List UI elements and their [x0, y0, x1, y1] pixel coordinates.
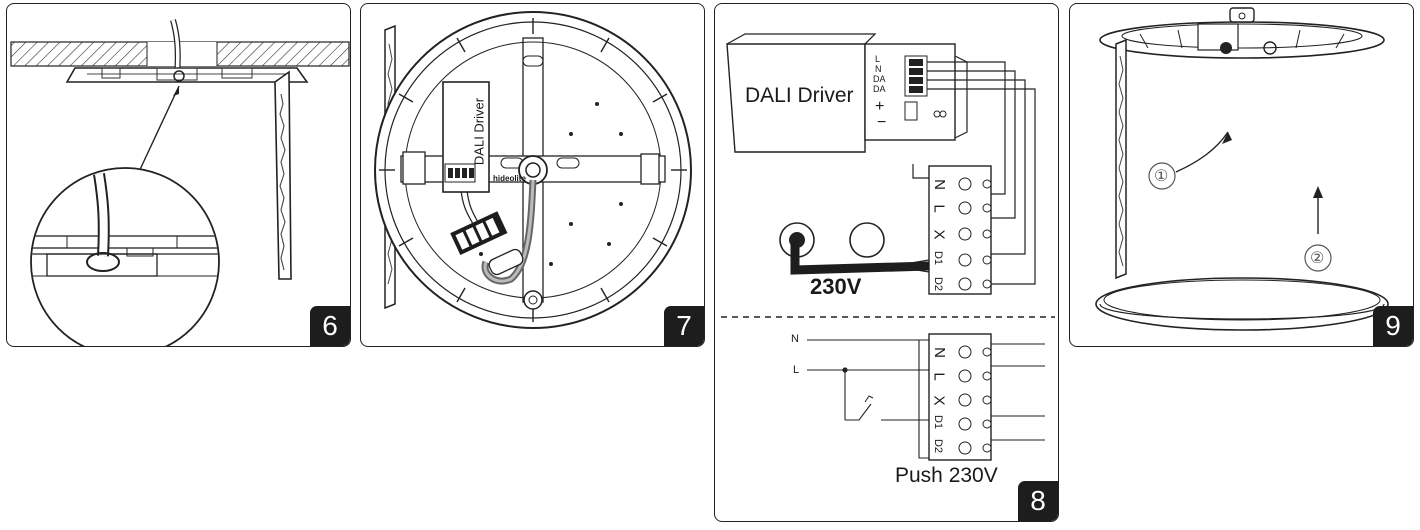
rotate-arrow	[1175, 131, 1229, 173]
brand-label: hideolite	[493, 174, 526, 183]
step-7-panel: DALI Driver hideolite 7	[360, 3, 705, 347]
ceiling-mount-illustration	[10, 19, 350, 346]
terminal-x-top: X	[930, 229, 948, 240]
driver-label: DALI Driver	[745, 84, 854, 107]
step-number-badge: 6	[310, 306, 350, 346]
callout-2: ②	[1310, 250, 1325, 267]
base-plate	[1099, 21, 1385, 59]
callout-1: ①	[1154, 168, 1169, 185]
wiring-diagram	[721, 33, 1055, 461]
driver-pin-da-2: DA	[873, 84, 886, 94]
terminal-l-top: L	[930, 204, 948, 213]
diffuser-disc	[1095, 277, 1389, 331]
driver-pin-l: L	[875, 54, 881, 64]
terminal-d1-top: D1	[932, 250, 945, 266]
terminal-d1-bottom: D1	[932, 414, 945, 430]
polarity-minus-icon: −	[877, 114, 887, 131]
terminal-d2-bottom: D2	[932, 438, 945, 454]
supply-cable-230v	[790, 240, 930, 275]
step-6-panel: 6	[6, 3, 351, 347]
step-9-panel: ① ② 9	[1069, 3, 1414, 347]
driver-label: DALI Driver	[471, 97, 487, 166]
step-8-panel: DALI Driver L N DA DA + − 230V N L X D1 …	[714, 3, 1059, 522]
push-voltage-label: Push 230V	[895, 464, 998, 487]
terminal-n-bottom: N	[930, 347, 948, 358]
terminal-d2-top: D2	[932, 276, 945, 292]
dali-driver-body	[726, 43, 866, 153]
step-number-badge: 8	[1018, 481, 1058, 521]
terminal-x-bottom: X	[930, 395, 948, 406]
base-plate-top-view	[374, 11, 692, 329]
driver-pin-da-1: DA	[873, 74, 886, 84]
terminal-n-top: N	[930, 179, 948, 190]
detail-pointer	[136, 85, 180, 177]
driver-pin-n: N	[875, 64, 882, 74]
wago-connector	[450, 211, 508, 256]
supply-voltage-label: 230V	[810, 274, 862, 299]
line-label-l: L	[793, 364, 800, 376]
diffuser-removal-illustration	[1095, 7, 1389, 331]
hanging-diffuser-edge	[1115, 38, 1127, 280]
detail-magnifier	[30, 167, 220, 346]
terminal-l-bottom: L	[930, 372, 948, 381]
step-number-badge: 9	[1373, 306, 1413, 346]
step-number-badge: 7	[664, 306, 704, 346]
line-label-n: N	[791, 333, 799, 345]
polarity-plus-icon: +	[875, 98, 885, 115]
